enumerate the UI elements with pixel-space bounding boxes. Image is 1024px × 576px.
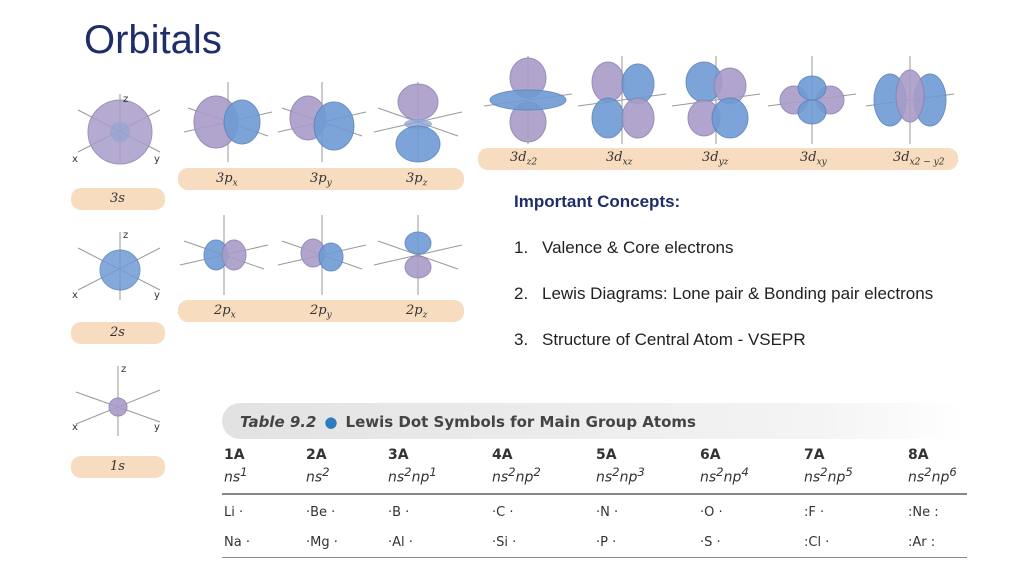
- group-label: 2A: [306, 447, 327, 463]
- orbital-3s-figure: z x y: [72, 94, 161, 165]
- svg-text:y: y: [154, 154, 160, 165]
- orbital-3d-figures: [483, 56, 955, 144]
- table-header-bar: Table 9.2●Lewis Dot Symbols for Main Gro…: [222, 403, 967, 439]
- svg-text:x: x: [72, 290, 78, 301]
- svg-text:y: y: [154, 290, 160, 301]
- electron-config: ns2np1: [388, 465, 437, 486]
- lewis-symbol: ·Be ·: [306, 505, 336, 520]
- lewis-symbol: :F ·: [804, 505, 825, 520]
- orbital-1s-figure: z x y: [72, 364, 161, 436]
- concepts-heading: Important Concepts:: [514, 192, 681, 211]
- orbital-2s-figure: z x y: [72, 230, 161, 301]
- lewis-symbol: ·C ·: [492, 505, 514, 520]
- orbital-2p-figures: [179, 215, 463, 295]
- orbital-2pz-label: 2pz: [406, 303, 428, 321]
- orbital-3pz-label: 3pz: [406, 171, 428, 189]
- orbital-2p-label-bar: [178, 300, 464, 322]
- orbital-3dxy-label: 3dxy: [800, 150, 827, 168]
- table-rule-bottom: [222, 557, 967, 558]
- orbital-3p-label-bar: [178, 168, 464, 190]
- orbital-1s-label-bar: [71, 456, 165, 478]
- svg-text:z: z: [121, 364, 126, 375]
- orbital-3dyz-label: 3dyz: [702, 150, 729, 168]
- lewis-symbol: ·P ·: [596, 535, 617, 550]
- lewis-symbol: ·Mg ·: [306, 535, 338, 550]
- group-header: 7A ns2np5: [804, 447, 853, 486]
- orbital-1s-label: 1s: [110, 459, 125, 474]
- group-header: 8A ns2np6: [908, 447, 957, 486]
- svg-text:x: x: [72, 154, 78, 165]
- group-header: 4A ns2np2: [492, 447, 541, 486]
- lewis-symbol: ·N ·: [596, 505, 619, 520]
- lewis-symbol: ·O ·: [700, 505, 723, 520]
- group-header: 3A ns2np1: [388, 447, 437, 486]
- electron-config: ns2np6: [908, 465, 957, 486]
- electron-config: ns2np3: [596, 465, 645, 486]
- group-label: 3A: [388, 447, 409, 463]
- orbital-2px-label: 2px: [214, 303, 236, 321]
- orbital-3dx2y2-label: 3dx2 − y2: [893, 150, 945, 168]
- group-label: 4A: [492, 447, 513, 463]
- lewis-symbol: :Ne :: [908, 505, 939, 520]
- orbital-2s-label-bar: [71, 322, 165, 344]
- lewis-symbol: Na ·: [224, 535, 250, 550]
- lewis-symbol: ·Si ·: [492, 535, 517, 550]
- electron-config: ns2: [306, 465, 330, 486]
- orbital-3d-label-bar: [478, 148, 958, 170]
- slide-title: Orbitals: [84, 18, 222, 62]
- lewis-dot-table: Table 9.2●Lewis Dot Symbols for Main Gro…: [222, 403, 967, 563]
- orbital-2py-label: 2py: [310, 303, 332, 321]
- important-concepts: Important Concepts: 1.Valence & Core ele…: [514, 192, 934, 374]
- svg-text:y: y: [154, 422, 160, 433]
- electron-config: ns2np5: [804, 465, 853, 486]
- concept-item: 1.Valence & Core electrons: [514, 238, 734, 257]
- electron-config: ns1: [224, 465, 248, 486]
- orbital-3s-label-bar: [71, 188, 165, 210]
- table-rule: [222, 493, 967, 495]
- concept-item: 2.Lewis Diagrams: Lone pair & Bonding pa…: [514, 284, 934, 303]
- lewis-symbol: ·B ·: [388, 505, 410, 520]
- orbital-3px-label: 3px: [216, 171, 238, 189]
- orbital-2s-label: 2s: [110, 325, 125, 340]
- group-label: 8A: [908, 447, 929, 463]
- lewis-symbol: ·S ·: [700, 535, 721, 550]
- group-label: 7A: [804, 447, 825, 463]
- orbital-3py-label: 3py: [310, 171, 332, 189]
- orbital-3dz2-label: 3dz2: [510, 150, 538, 168]
- lewis-symbol: :Cl ·: [804, 535, 830, 550]
- orbital-3p-figures: [183, 82, 463, 163]
- lewis-symbol: :Ar :: [908, 535, 936, 550]
- group-header: 6A ns2np4: [700, 447, 749, 486]
- group-label: 1A: [224, 447, 245, 463]
- svg-text:z: z: [123, 230, 128, 241]
- group-header: 5A ns2np3: [596, 447, 645, 486]
- table-title: Table 9.2●Lewis Dot Symbols for Main Gro…: [240, 413, 696, 431]
- bullet-icon: ●: [324, 413, 338, 431]
- orbital-3s-label: 3s: [110, 191, 125, 206]
- lewis-symbol: ·Al ·: [388, 535, 413, 550]
- group-label: 5A: [596, 447, 617, 463]
- concept-item: 3.Structure of Central Atom - VSEPR: [514, 330, 806, 349]
- svg-text:x: x: [72, 422, 78, 433]
- electron-config: ns2np2: [492, 465, 541, 486]
- svg-text:z: z: [123, 94, 128, 105]
- lewis-symbol: Li ·: [224, 505, 244, 520]
- electron-config: ns2np4: [700, 465, 749, 486]
- group-label: 6A: [700, 447, 721, 463]
- orbital-3dxz-label: 3dxz: [606, 150, 633, 168]
